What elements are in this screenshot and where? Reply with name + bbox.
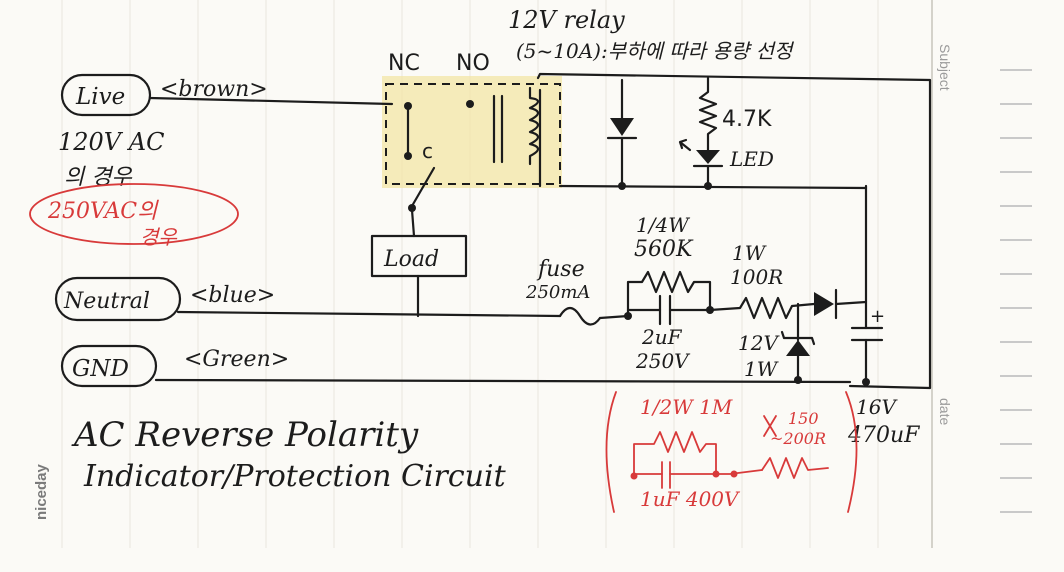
gnd-color-note: <Green> bbox=[184, 347, 289, 372]
note-120vac: 120V AC bbox=[58, 128, 164, 156]
fuse-label: fuse bbox=[536, 257, 585, 282]
neutral-label: Neutral bbox=[63, 289, 150, 314]
r100-value: 100R bbox=[730, 265, 783, 289]
fuse-rating: 250mA bbox=[525, 282, 590, 303]
relay-no-label: NO bbox=[456, 51, 490, 76]
gnd-terminal: GND bbox=[60, 344, 158, 388]
alt-250v-network bbox=[605, 391, 858, 513]
led-branch: 4.7K LED bbox=[678, 76, 774, 190]
alt-r200: ~200R bbox=[770, 429, 826, 448]
diagram-title-line1: AC Reverse Polarity bbox=[71, 415, 419, 455]
cap-voltage: 250V bbox=[635, 349, 691, 373]
relay-rating-note: (5~10A):부하에 따라 용량 선정 bbox=[516, 39, 795, 63]
relay-title: 12V relay bbox=[508, 6, 625, 34]
relay-common-label: c bbox=[422, 139, 433, 163]
led-resistor-value: 4.7K bbox=[722, 107, 772, 132]
load-label: Load bbox=[383, 247, 439, 272]
neutral-terminal: Neutral bbox=[54, 276, 182, 322]
relay-nc-label: NC bbox=[388, 51, 420, 76]
live-label: Live bbox=[75, 84, 125, 110]
led-label: LED bbox=[729, 147, 774, 171]
brand-label: niceday bbox=[33, 463, 50, 520]
electrolytic-cap: + bbox=[850, 184, 885, 386]
gnd-label: GND bbox=[72, 356, 129, 382]
alt-r150: 150 bbox=[788, 409, 819, 428]
alt-cap-spec: 1uF 400V bbox=[640, 487, 741, 511]
r100-power: 1W bbox=[732, 241, 767, 265]
binder-dashes bbox=[1000, 69, 1032, 513]
relay: c bbox=[385, 83, 561, 212]
dropper-network bbox=[624, 270, 816, 326]
date-label: date bbox=[937, 398, 953, 425]
zener-power: 1W bbox=[744, 357, 779, 381]
wiring bbox=[148, 72, 932, 390]
r560k-value: 560K bbox=[634, 237, 694, 262]
zener-voltage: 12V bbox=[738, 331, 780, 355]
live-terminal: Live bbox=[60, 73, 152, 117]
zener-diode bbox=[780, 302, 816, 384]
svg-text:+: + bbox=[870, 306, 885, 327]
cap-value: 2uF bbox=[641, 325, 683, 349]
note-250vac-outline bbox=[29, 183, 239, 245]
diagram-title-line2: Indicator/Protection Circuit bbox=[83, 459, 507, 494]
subject-label: Subject bbox=[937, 44, 953, 91]
r560k-power: 1/4W bbox=[636, 213, 690, 237]
alt-res-spec: 1/2W 1M bbox=[640, 395, 733, 419]
note-250vac: 250VAC의 bbox=[47, 199, 159, 224]
rectifier-diode bbox=[814, 288, 868, 320]
fuse-symbol bbox=[558, 306, 602, 326]
ecap-value: 470uF bbox=[847, 423, 920, 448]
ecap-voltage: 16V bbox=[856, 395, 898, 419]
flyback-diode bbox=[606, 78, 638, 190]
note-250vac-case: 경우 bbox=[140, 225, 178, 249]
neutral-color-note: <blue> bbox=[190, 283, 275, 308]
